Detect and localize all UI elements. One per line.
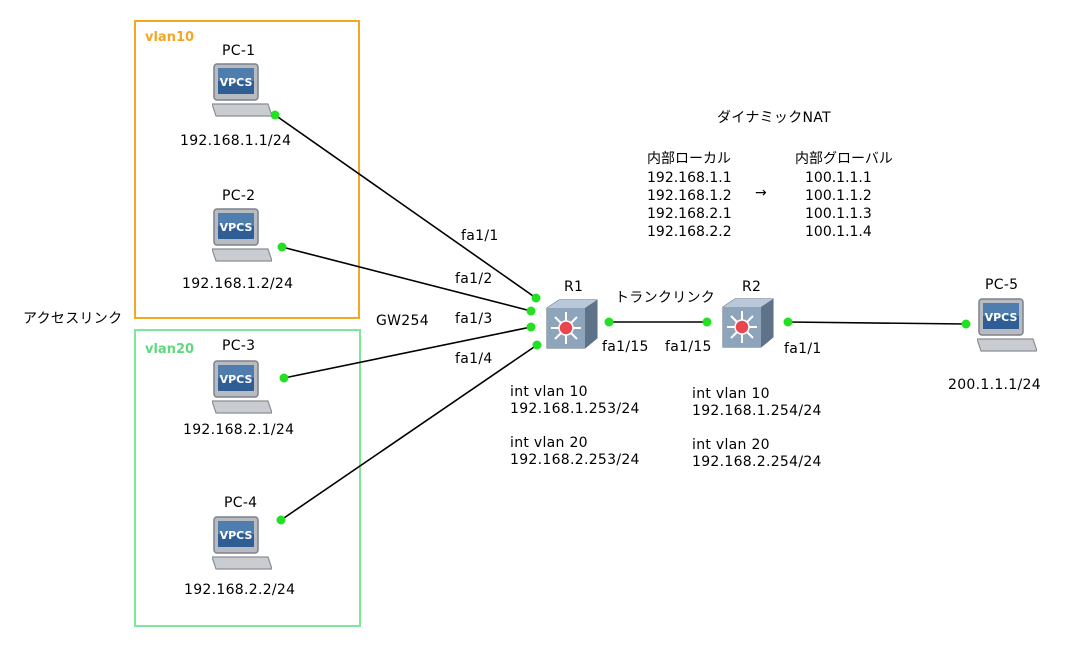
link-pc3-r1 bbox=[283, 326, 532, 379]
link-pc2-r1 bbox=[281, 246, 532, 312]
port-label-fa1-4: fa1/4 bbox=[455, 351, 493, 367]
r2-int-vlan20-name: int vlan 20 bbox=[692, 437, 770, 453]
port-dot-pc5 bbox=[961, 319, 971, 329]
port-dot-pc3 bbox=[279, 373, 289, 383]
vlan20-zone bbox=[134, 329, 361, 627]
pc3-ip: 192.168.2.1/24 bbox=[183, 422, 295, 438]
port-label-r1-fa1-15: fa1/15 bbox=[602, 339, 649, 355]
port-dot-pc4 bbox=[276, 515, 286, 525]
r1-node[interactable] bbox=[543, 298, 599, 354]
nat-title: ダイナミックNAT bbox=[717, 110, 831, 126]
r2-int-vlan10-ip: 192.168.1.254/24 bbox=[692, 403, 822, 419]
vpcs-badge: VPCS bbox=[220, 529, 253, 542]
pc2-name: PC-2 bbox=[222, 188, 256, 204]
pc3-node[interactable]: VPCS bbox=[211, 359, 273, 419]
vpcs-badge: VPCS bbox=[985, 311, 1018, 324]
pc4-node[interactable]: VPCS bbox=[211, 515, 273, 575]
nat-inside-local-entry: 192.168.1.1 bbox=[647, 170, 732, 186]
port-dot-r1-fa1-2 bbox=[526, 306, 536, 316]
trunk-link-label: トランクリンク bbox=[615, 290, 716, 306]
pc2-node[interactable]: VPCS bbox=[211, 207, 273, 267]
link-pc1-r1 bbox=[274, 114, 537, 299]
nat-inside-local-header: 内部ローカル bbox=[647, 151, 731, 167]
vpcs-badge: VPCS bbox=[220, 76, 253, 89]
pc4-ip: 192.168.2.2/24 bbox=[184, 582, 296, 598]
port-dot-r1-fa1-15 bbox=[604, 317, 614, 327]
port-dot-pc1 bbox=[270, 110, 280, 120]
vpcs-badge: VPCS bbox=[220, 373, 253, 386]
nat-inside-global-entry: 100.1.1.2 bbox=[805, 188, 872, 204]
nat-inside-global-header: 内部グローバル bbox=[795, 151, 893, 167]
r1-int-vlan10-ip: 192.168.1.253/24 bbox=[510, 401, 640, 417]
port-dot-r2-fa1-15 bbox=[702, 317, 712, 327]
port-dot-r1-fa1-3 bbox=[526, 322, 536, 332]
link-r2-pc5 bbox=[787, 321, 967, 325]
port-label-fa1-1: fa1/1 bbox=[461, 228, 499, 244]
vpcs-icon: VPCS bbox=[976, 298, 1038, 352]
port-label-fa1-3: fa1/3 bbox=[455, 311, 493, 327]
vpcs-icon: VPCS bbox=[211, 360, 273, 414]
vlan10-zone bbox=[134, 20, 360, 319]
nat-inside-global-entry: 100.1.1.3 bbox=[805, 206, 872, 222]
nat-inside-global-entry: 100.1.1.4 bbox=[805, 224, 872, 240]
link-pc4-r1 bbox=[280, 344, 538, 521]
port-dot-r1-fa1-4 bbox=[532, 340, 542, 350]
port-label-r2-fa1-1: fa1/1 bbox=[784, 341, 822, 357]
nat-arrow: → bbox=[755, 185, 768, 201]
r1-int-vlan10-name: int vlan 10 bbox=[510, 384, 588, 400]
vpcs-icon: VPCS bbox=[211, 208, 273, 262]
l3-switch-icon bbox=[722, 298, 774, 348]
port-label-r2-fa1-15: fa1/15 bbox=[665, 339, 712, 355]
pc1-ip: 192.168.1.1/24 bbox=[180, 133, 292, 149]
r2-int-vlan20-ip: 192.168.2.254/24 bbox=[692, 454, 822, 470]
pc5-name: PC-5 bbox=[985, 277, 1019, 293]
pc1-node[interactable]: VPCS bbox=[211, 62, 273, 122]
nat-inside-global-column: 内部グローバル 100.1.1.1 100.1.1.2 100.1.1.3 10… bbox=[795, 150, 893, 241]
pc1-name: PC-1 bbox=[222, 43, 256, 59]
r2-int-vlan10-name: int vlan 10 bbox=[692, 386, 770, 402]
pc5-node[interactable]: VPCS bbox=[976, 297, 1038, 357]
gw-label: GW254 bbox=[376, 313, 429, 329]
r1-int-vlan20-ip: 192.168.2.253/24 bbox=[510, 452, 640, 468]
r2-name: R2 bbox=[742, 279, 762, 295]
l3-switch-icon bbox=[546, 299, 598, 349]
nat-inside-global-entry: 100.1.1.1 bbox=[805, 170, 872, 186]
port-dot-r2-fa1-1 bbox=[783, 317, 793, 327]
pc5-ip: 200.1.1.1/24 bbox=[948, 377, 1041, 393]
port-label-fa1-2: fa1/2 bbox=[455, 271, 493, 287]
vpcs-icon: VPCS bbox=[211, 63, 273, 117]
access-link-label: アクセスリンク bbox=[23, 311, 123, 327]
r1-int-vlan20-name: int vlan 20 bbox=[510, 435, 588, 451]
pc2-ip: 192.168.1.2/24 bbox=[182, 276, 294, 292]
port-dot-pc2 bbox=[277, 242, 287, 252]
r2-node[interactable] bbox=[719, 297, 775, 353]
vpcs-icon: VPCS bbox=[211, 516, 273, 570]
r1-name: R1 bbox=[564, 279, 584, 295]
vlan10-label: vlan10 bbox=[145, 30, 195, 45]
nat-inside-local-entry: 192.168.2.2 bbox=[647, 224, 732, 240]
pc4-name: PC-4 bbox=[224, 495, 258, 511]
pc3-name: PC-3 bbox=[222, 338, 256, 354]
nat-inside-local-entry: 192.168.1.2 bbox=[647, 188, 732, 204]
vpcs-badge: VPCS bbox=[220, 221, 253, 234]
port-dot-r1-fa1-1 bbox=[531, 293, 541, 303]
nat-inside-local-entry: 192.168.2.1 bbox=[647, 206, 732, 222]
nat-inside-local-column: 内部ローカル 192.168.1.1 192.168.1.2 192.168.2… bbox=[647, 150, 732, 241]
vlan20-label: vlan20 bbox=[145, 342, 195, 357]
